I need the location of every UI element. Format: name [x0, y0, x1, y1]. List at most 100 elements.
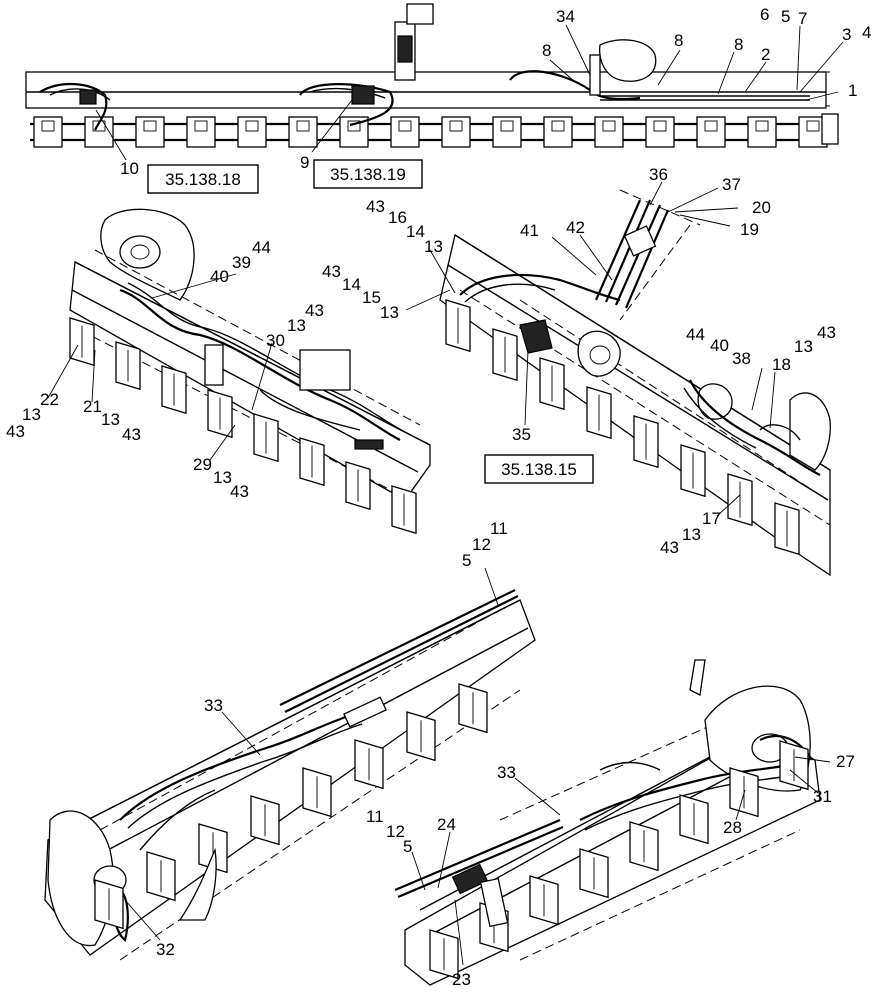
callout-39: 39 — [232, 253, 251, 272]
tine-bracket — [345, 461, 371, 511]
tine-bracket — [253, 413, 279, 463]
tine-bracket — [679, 794, 709, 845]
tine-bracket — [441, 116, 471, 148]
right-bracket-row — [445, 299, 800, 556]
tine-bracket — [94, 879, 124, 930]
tine-bracket — [779, 740, 809, 791]
reference-label: 35.138.15 — [501, 460, 577, 479]
tine-bracket — [633, 415, 659, 469]
tine-bracket — [390, 116, 420, 148]
callout-43: 43 — [122, 425, 141, 444]
callout-30: 30 — [266, 331, 285, 350]
tine-bracket — [406, 711, 436, 762]
callout-18: 18 — [772, 355, 791, 374]
callout-42: 42 — [566, 218, 585, 237]
callout-44: 44 — [252, 238, 271, 257]
tine-bracket — [237, 116, 267, 148]
tine-bracket — [207, 389, 233, 439]
bottom-left-bracket-row — [94, 683, 488, 930]
callout-32: 32 — [156, 940, 175, 959]
tine-bracket — [186, 116, 216, 148]
tine-bracket — [747, 116, 777, 148]
callout-43: 43 — [6, 422, 25, 441]
callout-13: 13 — [380, 303, 399, 322]
callout-8: 8 — [674, 31, 683, 50]
callout-31: 31 — [813, 787, 832, 806]
callout-5: 5 — [781, 7, 790, 26]
tine-bracket — [579, 848, 609, 899]
callout-22: 22 — [40, 390, 59, 409]
callout-43: 43 — [817, 323, 836, 342]
reference-label: 35.138.18 — [165, 170, 241, 189]
callout-11: 11 — [366, 807, 384, 826]
callout-13: 13 — [22, 405, 41, 424]
callout-13: 13 — [424, 237, 443, 256]
callout-33: 33 — [204, 696, 223, 715]
bottom-right-bracket-row — [429, 740, 809, 980]
right-boom-view — [439, 189, 831, 577]
callout-9: 9 — [300, 153, 309, 172]
callout-8: 8 — [734, 35, 743, 54]
tine-bracket — [391, 485, 417, 535]
callout-33: 33 — [497, 763, 516, 782]
tine-bracket — [250, 795, 280, 846]
reference-label: 35.138.19 — [330, 165, 406, 184]
callout-40: 40 — [210, 267, 229, 286]
callout-40: 40 — [710, 336, 729, 355]
callout-36: 36 — [649, 165, 668, 184]
reference-box-35-138-19[interactable]: 35.138.19 — [313, 159, 423, 189]
callout-23: 23 — [452, 970, 471, 989]
callout-13: 13 — [213, 468, 232, 487]
callout-44: 44 — [686, 325, 705, 344]
callout-12: 12 — [472, 535, 491, 554]
leader-lines — [47, 24, 844, 966]
tine-bracket — [543, 116, 573, 148]
tine-bracket — [445, 299, 471, 353]
tine-bracket — [288, 116, 318, 148]
callout-19: 19 — [740, 220, 759, 239]
callout-35: 35 — [512, 425, 531, 444]
callout-5: 5 — [403, 837, 412, 856]
callout-8: 8 — [542, 41, 551, 60]
callout-20: 20 — [752, 198, 771, 217]
tine-bracket — [492, 328, 518, 382]
tine-bracket — [727, 473, 753, 527]
tine-bracket — [198, 823, 228, 874]
callout-29: 29 — [193, 455, 212, 474]
callout-7: 7 — [798, 9, 807, 28]
callout-38: 38 — [732, 349, 751, 368]
left-boom-view — [69, 208, 431, 535]
tine-bracket — [339, 116, 369, 148]
tine-bracket — [299, 437, 325, 487]
tine-bracket — [302, 767, 332, 818]
callout-12: 12 — [386, 822, 405, 841]
callout-43: 43 — [230, 482, 249, 501]
tine-bracket — [135, 116, 165, 148]
callout-14: 14 — [406, 222, 425, 241]
callout-16: 16 — [388, 208, 407, 227]
tine-bracket — [680, 444, 706, 498]
tine-bracket — [629, 821, 659, 872]
callout-2: 2 — [761, 45, 770, 64]
callout-6: 6 — [760, 5, 769, 24]
reference-box-35-138-18[interactable]: 35.138.18 — [147, 164, 259, 194]
callout-21: 21 — [83, 397, 102, 416]
callout-43: 43 — [660, 538, 679, 557]
tine-bracket — [429, 929, 459, 980]
callout-27: 27 — [836, 752, 855, 771]
callout-34: 34 — [556, 7, 575, 26]
tine-bracket — [492, 116, 522, 148]
callout-13: 13 — [682, 525, 701, 544]
callout-labels: 34 6 5 7 3 4 8 8 8 2 1 10 9 36 37 20 19 … — [6, 5, 871, 989]
tine-bracket — [33, 116, 63, 148]
callout-5: 5 — [462, 551, 471, 570]
bottom-left-boom-view — [44, 589, 536, 961]
callout-43: 43 — [322, 262, 341, 281]
tine-bracket — [774, 502, 800, 556]
tine-bracket-row — [33, 116, 828, 148]
callout-1: 1 — [848, 81, 857, 100]
reference-box-35-138-15[interactable]: 35.138.15 — [484, 454, 594, 484]
callout-37: 37 — [722, 175, 741, 194]
tine-bracket — [354, 739, 384, 790]
